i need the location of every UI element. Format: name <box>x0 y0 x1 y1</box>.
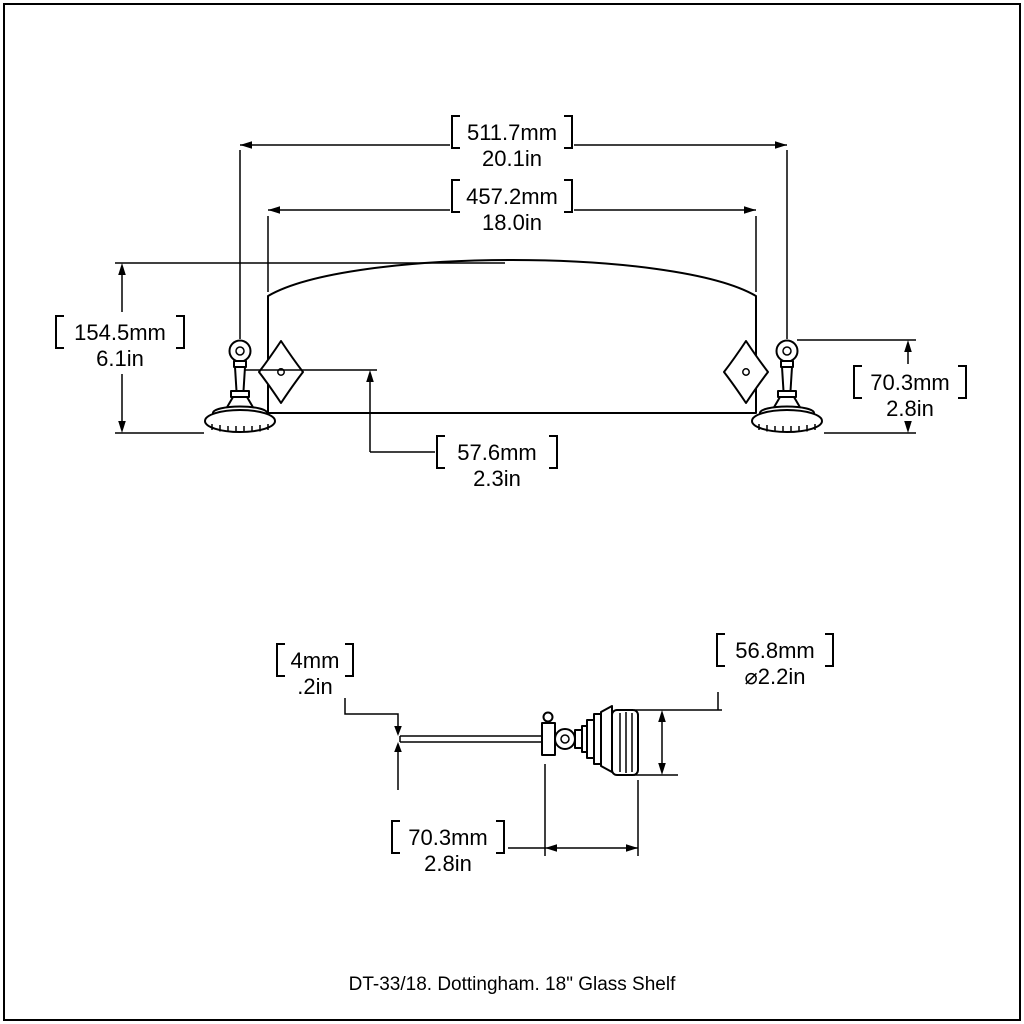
left-escutcheon-diamond <box>258 340 304 404</box>
glass-shelf-edge <box>399 735 543 743</box>
dim-flange-diameter: 56.8mm ⌀2.2in <box>634 633 834 776</box>
dim-glass-thickness: 4mm .2in <box>276 643 402 790</box>
dim-overall-height-mm: 154.5mm <box>74 320 166 345</box>
left-flange-base <box>204 409 276 433</box>
bracket-side-profile <box>541 705 639 776</box>
wall-flange <box>611 709 639 776</box>
clamp-screw <box>542 711 554 723</box>
glass-shelf-front <box>267 259 757 414</box>
dim-glass-width-mm: 457.2mm <box>466 184 558 209</box>
dim-projection: 70.3mm 2.8in <box>391 764 639 876</box>
wall-flange-knurl <box>619 712 633 773</box>
dim-glass-thickness-in: .2in <box>297 674 332 699</box>
dim-overall-width-in: 20.1in <box>482 146 542 171</box>
dim-bracket-height: 70.3mm 2.8in <box>797 339 967 434</box>
dim-projection-in: 2.8in <box>424 851 472 876</box>
dim-overall-width: 511.7mm 20.1in <box>239 115 788 339</box>
dim-bracket-drop: 57.6mm 2.3in <box>245 369 558 491</box>
dim-bracket-drop-in: 2.3in <box>473 466 521 491</box>
dim-flange-diameter-mm: 56.8mm <box>735 638 814 663</box>
dim-projection-mm: 70.3mm <box>408 825 487 850</box>
dim-overall-width-mm: 511.7mm <box>467 120 557 145</box>
side-view: 4mm .2in 56.8mm ⌀2.2in 70.3mm 2.8 <box>276 633 834 876</box>
left-escutcheon-hole <box>277 368 285 376</box>
page-border <box>3 3 1021 1021</box>
front-view: 511.7mm 20.1in 457.2mm 18.0in 15 <box>55 115 967 491</box>
dim-glass-width-in: 18.0in <box>482 210 542 235</box>
left-finial <box>228 339 252 363</box>
dim-glass-thickness-mm: 4mm <box>291 648 340 673</box>
dim-bracket-drop-mm: 57.6mm <box>457 440 536 465</box>
dim-bracket-height-mm: 70.3mm <box>870 370 949 395</box>
right-finial <box>775 339 799 363</box>
dim-bracket-height-in: 2.8in <box>886 396 934 421</box>
dim-flange-diameter-in: ⌀2.2in <box>745 664 806 689</box>
dim-overall-height: 154.5mm 6.1in <box>55 262 505 434</box>
glass-clamp <box>541 722 556 756</box>
right-bracket <box>723 339 823 433</box>
dim-glass-width: 457.2mm 18.0in <box>267 179 757 292</box>
dim-overall-height-in: 6.1in <box>96 346 144 371</box>
right-escutcheon-diamond <box>723 340 769 404</box>
left-flange-knurl <box>211 424 269 432</box>
left-bracket <box>204 339 304 433</box>
drawing-title: DT-33/18. Dottingham. 18" Glass Shelf <box>349 974 676 995</box>
